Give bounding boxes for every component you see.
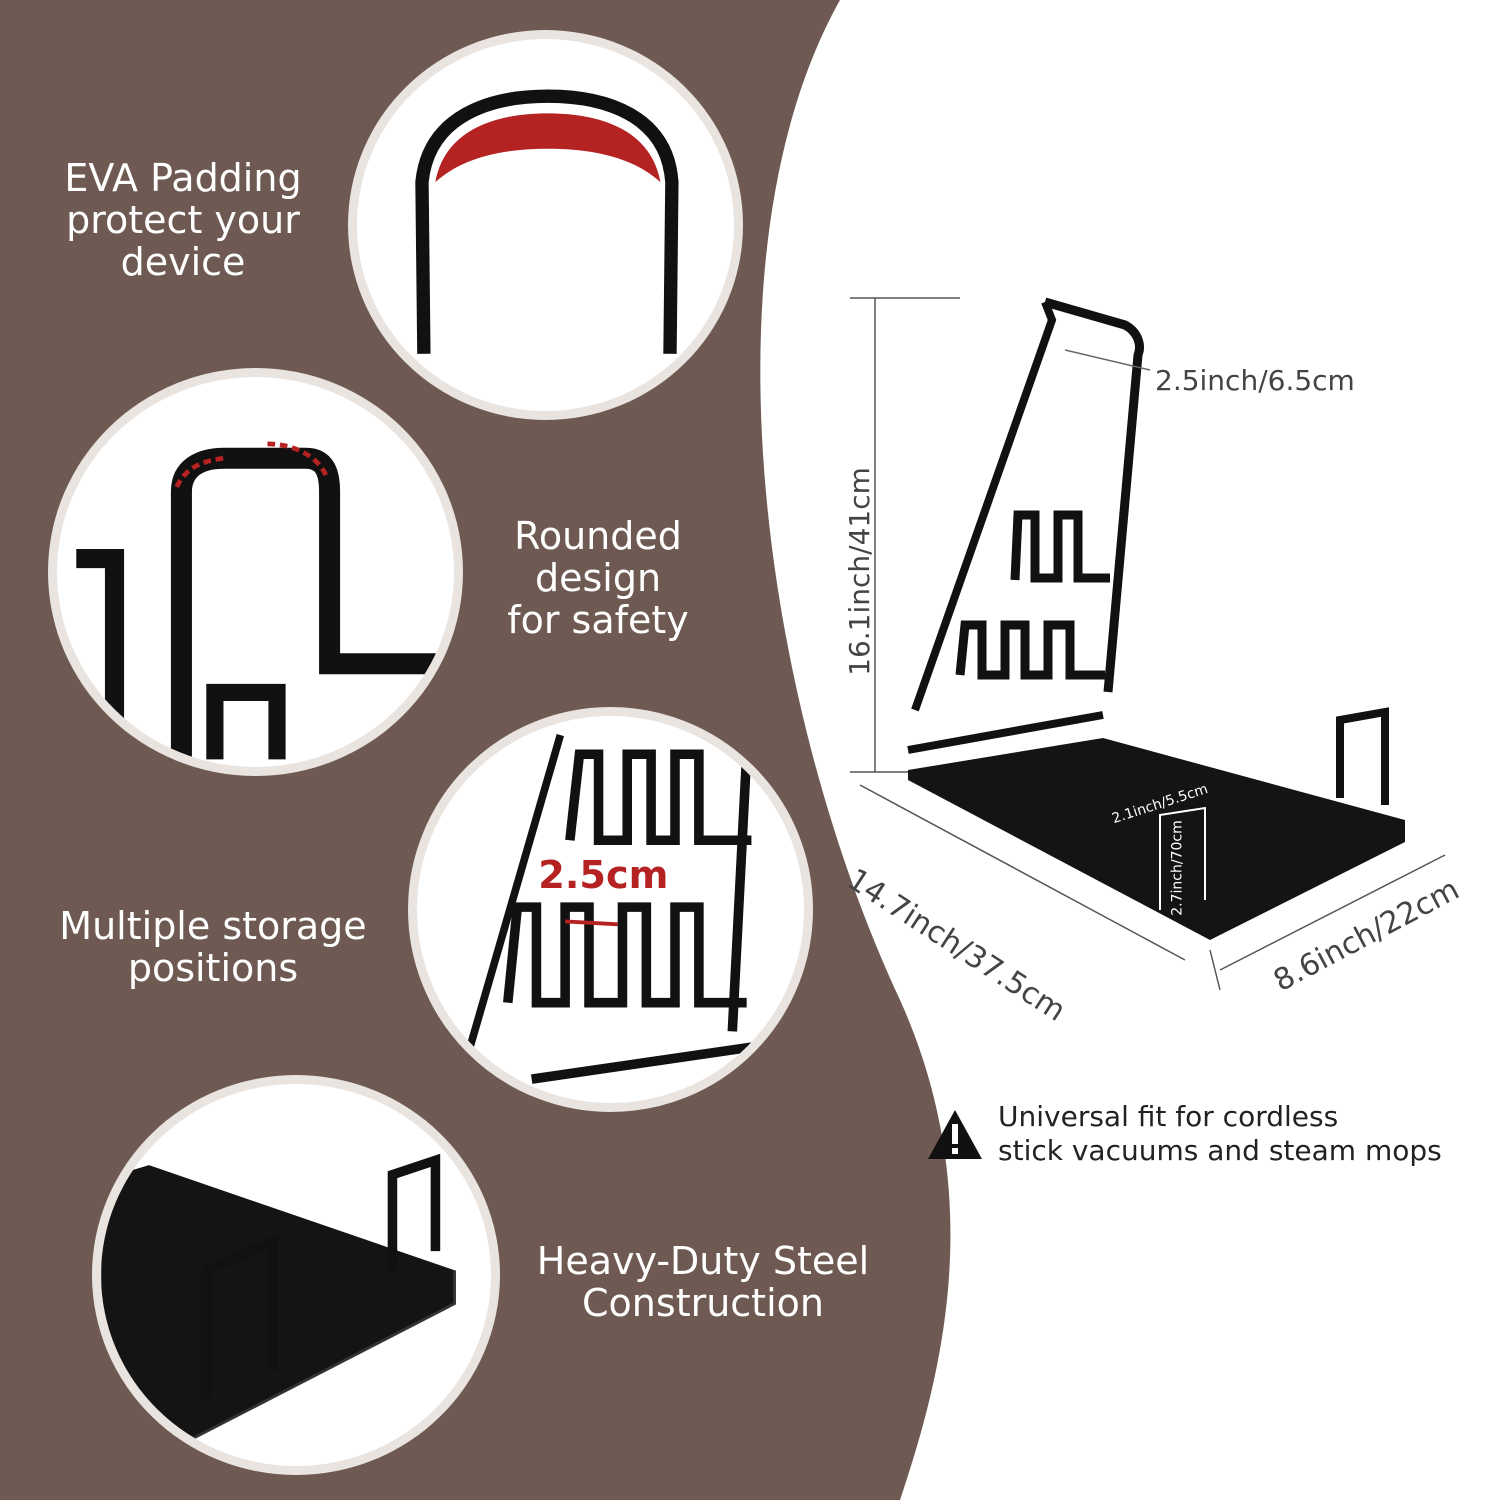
steel-construction-label: Heavy-Duty Steel Construction — [536, 1239, 870, 1325]
height-dimension: 16.1inch/41cm — [842, 467, 876, 676]
steel-base-closeup — [92, 1075, 500, 1475]
storage-positions-label: Multiple storage positions — [59, 904, 367, 990]
warning-icon — [928, 1110, 982, 1159]
product-dimension-diagram — [850, 297, 1446, 991]
post-height-dimension: 2.7inch/70cm — [1169, 820, 1186, 916]
storage-slots-closeup: 2.5cm — [408, 707, 813, 1112]
rounded-design-label: Rounded design for safety — [507, 514, 689, 642]
top-gap-dimension: 2.5inch/6.5cm — [1155, 364, 1355, 397]
eva-padding-closeup — [348, 30, 743, 420]
notice-text: Universal fit for cordless stick vacuums… — [998, 1100, 1442, 1167]
slot-gap-callout: 2.5cm — [538, 854, 668, 898]
eva-padding-label: EVA Padding protect your device — [64, 156, 302, 284]
compatibility-notice: Universal fit for cordless stick vacuums… — [926, 1100, 1442, 1168]
rounded-corner-closeup — [48, 368, 463, 776]
